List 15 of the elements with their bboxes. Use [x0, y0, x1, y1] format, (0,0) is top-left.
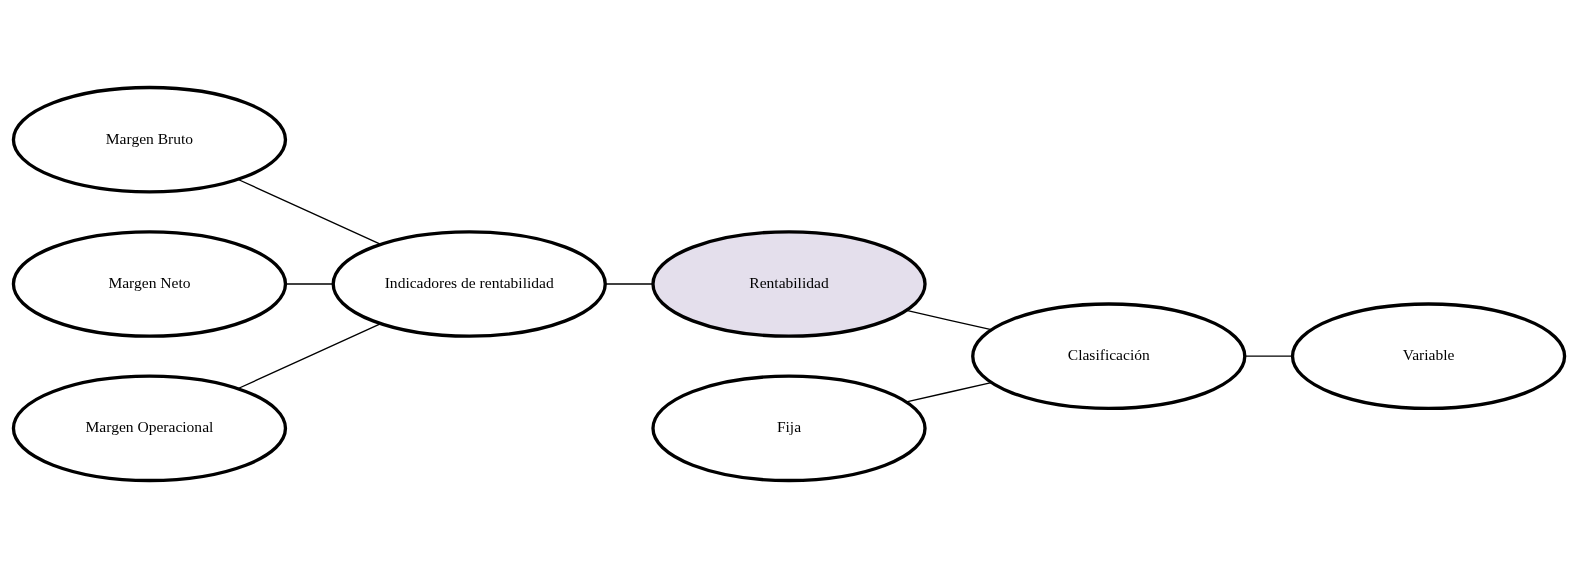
- node-ellipse: Margen Bruto: [11, 85, 287, 193]
- node-ellipse: Indicadores de rentabilidad: [331, 229, 607, 338]
- node-ellipse: Rentabilidad: [650, 229, 927, 338]
- node-ellipse: Margen Operacional: [11, 374, 287, 482]
- connector: [604, 282, 654, 285]
- node-ellipse: Margen Neto: [11, 229, 287, 338]
- node-ellipse: Variable: [1290, 301, 1566, 410]
- connector: [905, 309, 992, 330]
- connector: [905, 381, 992, 403]
- node-ellipse: Fija: [650, 374, 927, 482]
- connector: [1243, 355, 1293, 357]
- connector: [237, 322, 381, 389]
- node-ellipse: Clasificación: [970, 301, 1246, 410]
- connector: [237, 178, 381, 245]
- connector: [284, 282, 334, 285]
